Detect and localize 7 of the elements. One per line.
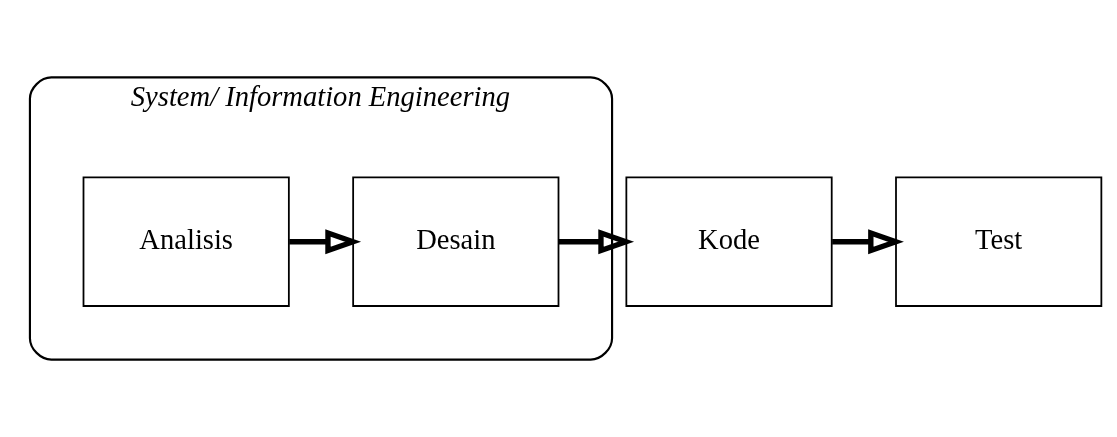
node-box: Test (895, 176, 1103, 307)
arrow (289, 229, 362, 255)
node-box: Analisis (82, 176, 290, 307)
node-box: Kode (625, 176, 833, 307)
arrow (832, 229, 904, 255)
node-box: Desain (352, 176, 560, 307)
arrow (558, 229, 635, 255)
